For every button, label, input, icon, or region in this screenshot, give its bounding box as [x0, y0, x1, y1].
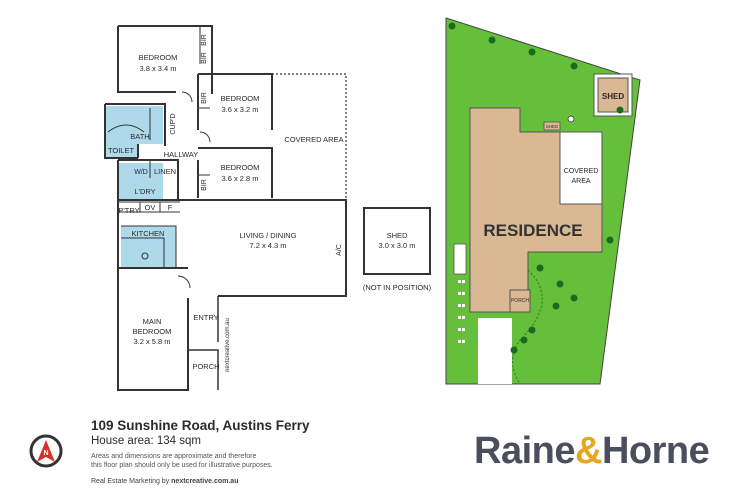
shed-name: SHED [387, 231, 408, 240]
wd-label: W/D [134, 169, 148, 176]
covered-area-outline [272, 73, 347, 206]
disclaimer-line-1: Areas and dimensions are approximate and… [91, 453, 257, 460]
bir-label-4: BIR [201, 179, 208, 191]
fridge-label: F [168, 203, 173, 212]
north-compass-icon: N [29, 434, 63, 468]
main-bedroom-name-1: MAIN [143, 317, 162, 326]
shed-size: 3.0 x 3.0 m [378, 241, 415, 250]
property-address: 109 Sunshine Road, Austins Ferry [91, 418, 310, 433]
watermark: nextcreative.com.au [225, 318, 231, 372]
bath-fill [105, 106, 163, 144]
disclaimer: Areas and dimensions are approximate and… [91, 452, 301, 470]
kitchen-bench-fill [121, 226, 176, 268]
marketing-credit: Real Estate Marketing by nextcreative.co… [91, 478, 421, 485]
driveway [478, 318, 512, 384]
bir-label-1: BIR [201, 34, 208, 46]
bedroom-3-size: 3.6 x 2.8 m [221, 174, 258, 183]
bir-label-3: BIR [201, 92, 208, 104]
floor-plan [104, 25, 347, 391]
oven-label: OV [145, 203, 156, 212]
bedroom-1-size: 3.8 x 3.4 m [139, 64, 176, 73]
site-covered-label-2: AREA [571, 178, 590, 185]
site-covered-label-1: COVERED [564, 168, 599, 175]
hallway-label: HALLWAY [164, 150, 198, 159]
bedroom-3-name: BEDROOM [221, 163, 260, 172]
bir-label-2: BIR [201, 52, 208, 64]
linen-label: LINEN [154, 167, 176, 176]
porch-label: PORCH [192, 362, 219, 371]
bedroom-2-name: BEDROOM [221, 94, 260, 103]
bedroom-2-size: 3.6 x 3.2 m [221, 105, 258, 114]
brand-part-1: Raine [474, 430, 575, 472]
pantry-label: P'TRY [118, 206, 139, 215]
not-in-position-label: (NOT IN POSITION) [363, 283, 432, 292]
living-name: LIVING / DINING [239, 231, 296, 240]
laundry-label: L'DRY [134, 187, 155, 196]
laundry-fill [118, 163, 163, 200]
shed-outline [363, 207, 431, 275]
brand-part-2: Horne [601, 430, 710, 472]
site-shed-label: SHED [602, 92, 624, 101]
house-area: House area: 134 sqm [91, 435, 201, 447]
cupd-label: CUP'D [170, 113, 177, 134]
svg-text:N: N [43, 450, 48, 457]
toilet-fill [105, 144, 138, 158]
bedroom-1-walls [117, 25, 213, 94]
living-size: 7.2 x 4.3 m [249, 241, 286, 250]
property-info: 109 Sunshine Road, Austins Ferry House a… [91, 418, 421, 485]
main-bedroom-size: 3.2 x 5.8 m [133, 337, 170, 346]
site-porch-label: PORCH [511, 298, 529, 304]
raine-horne-logo: Raine&Horne [474, 430, 710, 473]
main-bedroom-name-2: BEDROOM [133, 327, 172, 336]
ac-label: A/C [336, 244, 343, 256]
residence-label: RESIDENCE [483, 221, 582, 240]
bedroom-1-name: BEDROOM [139, 53, 178, 62]
disclaimer-line-2: this floor plan should only be used for … [91, 462, 273, 469]
entry-walls [187, 296, 219, 390]
bath-label: BATH [130, 132, 149, 141]
entry-label: ENTRY [193, 313, 218, 322]
covered-area-label: COVERED AREA [284, 135, 343, 144]
wet-block-walls [104, 103, 166, 159]
kitchen-label: KITCHEN [132, 229, 165, 238]
bedroom-3-walls [197, 147, 273, 198]
site-plan [445, 17, 641, 385]
marketing-prefix: Real Estate Marketing by [91, 478, 172, 485]
site-shed-small-label: SHED [546, 124, 559, 129]
residence-footprint [469, 107, 603, 313]
brand-ampersand: & [574, 430, 602, 472]
toilet-label: TOILET [108, 146, 135, 155]
marketing-link[interactable]: nextcreative.com.au [171, 478, 239, 485]
